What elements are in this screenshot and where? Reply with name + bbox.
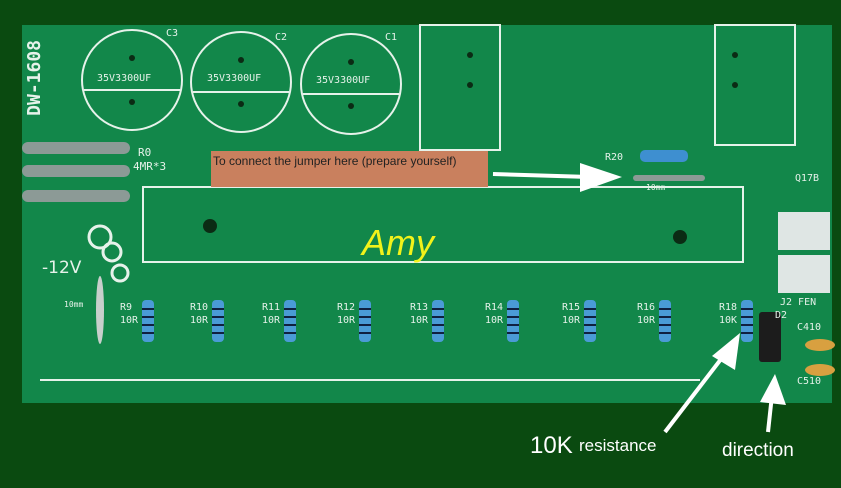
c3-label: C3 — [166, 28, 179, 39]
arrow-to-resistor — [712, 333, 740, 370]
c2-label: C2 — [275, 32, 288, 43]
jumper-length-left: 10mm — [64, 300, 84, 309]
value-label: 10K — [530, 432, 573, 459]
r0-label: R0 — [138, 146, 152, 159]
resistor-ref: R10 — [190, 302, 209, 313]
watermark-text: Amy — [362, 222, 434, 263]
resistor-value: 10R — [562, 315, 581, 326]
resistor-ref: R14 — [485, 302, 504, 313]
c4-label: C410 — [797, 322, 822, 333]
resistor-value: 10R — [262, 315, 281, 326]
jumper-wires — [22, 142, 705, 202]
resistor-value: 10R — [120, 315, 139, 326]
jumper-annotation-note: To connect the jumper here (prepare your… — [211, 151, 488, 187]
resistor-ref: R11 — [262, 302, 281, 313]
resistor-ref: R16 — [637, 302, 656, 313]
q17-label: Q17B — [795, 173, 820, 184]
resistor-r16 — [659, 300, 671, 342]
arrow-to-jumper — [580, 163, 622, 192]
c5-label: C510 — [797, 376, 822, 387]
resistance-label: resistance — [579, 436, 657, 455]
resistor-value: 10R — [337, 315, 356, 326]
capacitor-c2-outline — [190, 31, 292, 133]
resistor-r13 — [432, 300, 444, 342]
c2-value: 35V3300UF — [207, 73, 262, 84]
r20-label: R20 — [605, 152, 624, 163]
c1-value: 35V3300UF — [316, 75, 371, 86]
resistor-ref: R9 — [120, 302, 133, 313]
d2-label: D2 — [775, 310, 788, 321]
resistor-ref: R13 — [410, 302, 429, 313]
resistor-value: 10R — [190, 315, 209, 326]
pcb-board — [22, 25, 832, 403]
board-model: DW-1608 — [24, 40, 45, 116]
heatsink-outline — [142, 186, 744, 263]
j2-label: J2 FEN — [780, 297, 817, 308]
connector-j2 — [778, 255, 830, 293]
arrow-to-diode — [760, 374, 786, 405]
resistor-r20 — [640, 150, 688, 162]
resistor-r15 — [584, 300, 596, 342]
resistor-ref: R15 — [562, 302, 581, 313]
diode-d2 — [759, 312, 781, 362]
resistor-value: 10R — [410, 315, 429, 326]
c3-value: 35V3300UF — [97, 73, 152, 84]
resistor-value: 10R — [485, 315, 504, 326]
jumper-length: 10mm — [646, 183, 666, 192]
voltage-label: -12V — [42, 258, 82, 278]
resistor-r18 — [741, 300, 753, 342]
resistor-ref: R18 — [719, 302, 738, 313]
resistor-r10 — [212, 300, 224, 342]
r0-value: 4MR*3 — [133, 160, 167, 173]
resistor-r9 — [142, 300, 154, 342]
direction-label: direction — [722, 440, 794, 461]
resistor-r12 — [359, 300, 371, 342]
connector-top — [778, 212, 830, 250]
capacitor-c1-outline — [300, 33, 402, 135]
resistor-value: 10R — [637, 315, 656, 326]
resistor-r14 — [507, 300, 519, 342]
capacitor-c3-outline — [81, 29, 183, 131]
resistor-r11 — [284, 300, 296, 342]
c1-label: C1 — [385, 32, 398, 43]
resistor-ref: R12 — [337, 302, 356, 313]
arrows — [492, 163, 786, 434]
resistor-value: 10K — [719, 315, 738, 326]
